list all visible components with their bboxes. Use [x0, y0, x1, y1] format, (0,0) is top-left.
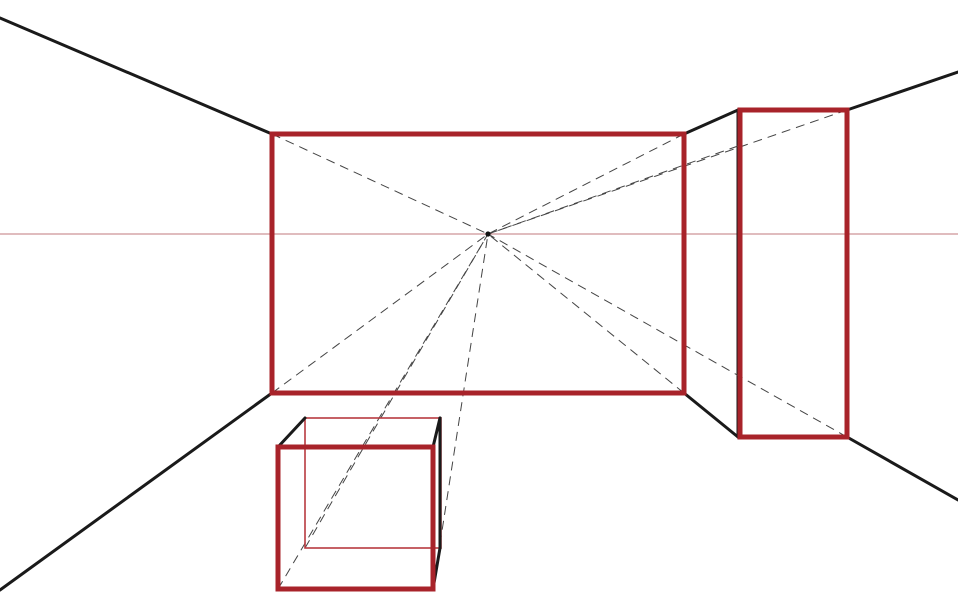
room-edge-top-right	[682, 108, 740, 136]
room-edge-bottom-left	[0, 391, 274, 592]
guide-line	[271, 133, 489, 235]
cube-front-face	[275, 444, 436, 592]
guide-line	[487, 233, 685, 394]
vanishing-point	[485, 231, 491, 237]
cube-top-edge-left	[276, 416, 307, 449]
back-wall-frame	[269, 131, 687, 396]
guide-line	[271, 233, 489, 394]
room-edge-top-left	[0, 16, 274, 136]
room-edge-bottom-right	[682, 391, 740, 439]
guide-line	[487, 145, 739, 235]
guide-line	[487, 133, 685, 235]
guide-line	[277, 233, 489, 590]
right-wall-panel	[737, 107, 850, 440]
room-edge-far-right-bottom	[845, 435, 958, 502]
guide-line	[487, 109, 848, 235]
guide-line	[487, 233, 848, 438]
room-edge-far-right-top	[845, 70, 958, 112]
cube-back-face	[304, 417, 442, 549]
